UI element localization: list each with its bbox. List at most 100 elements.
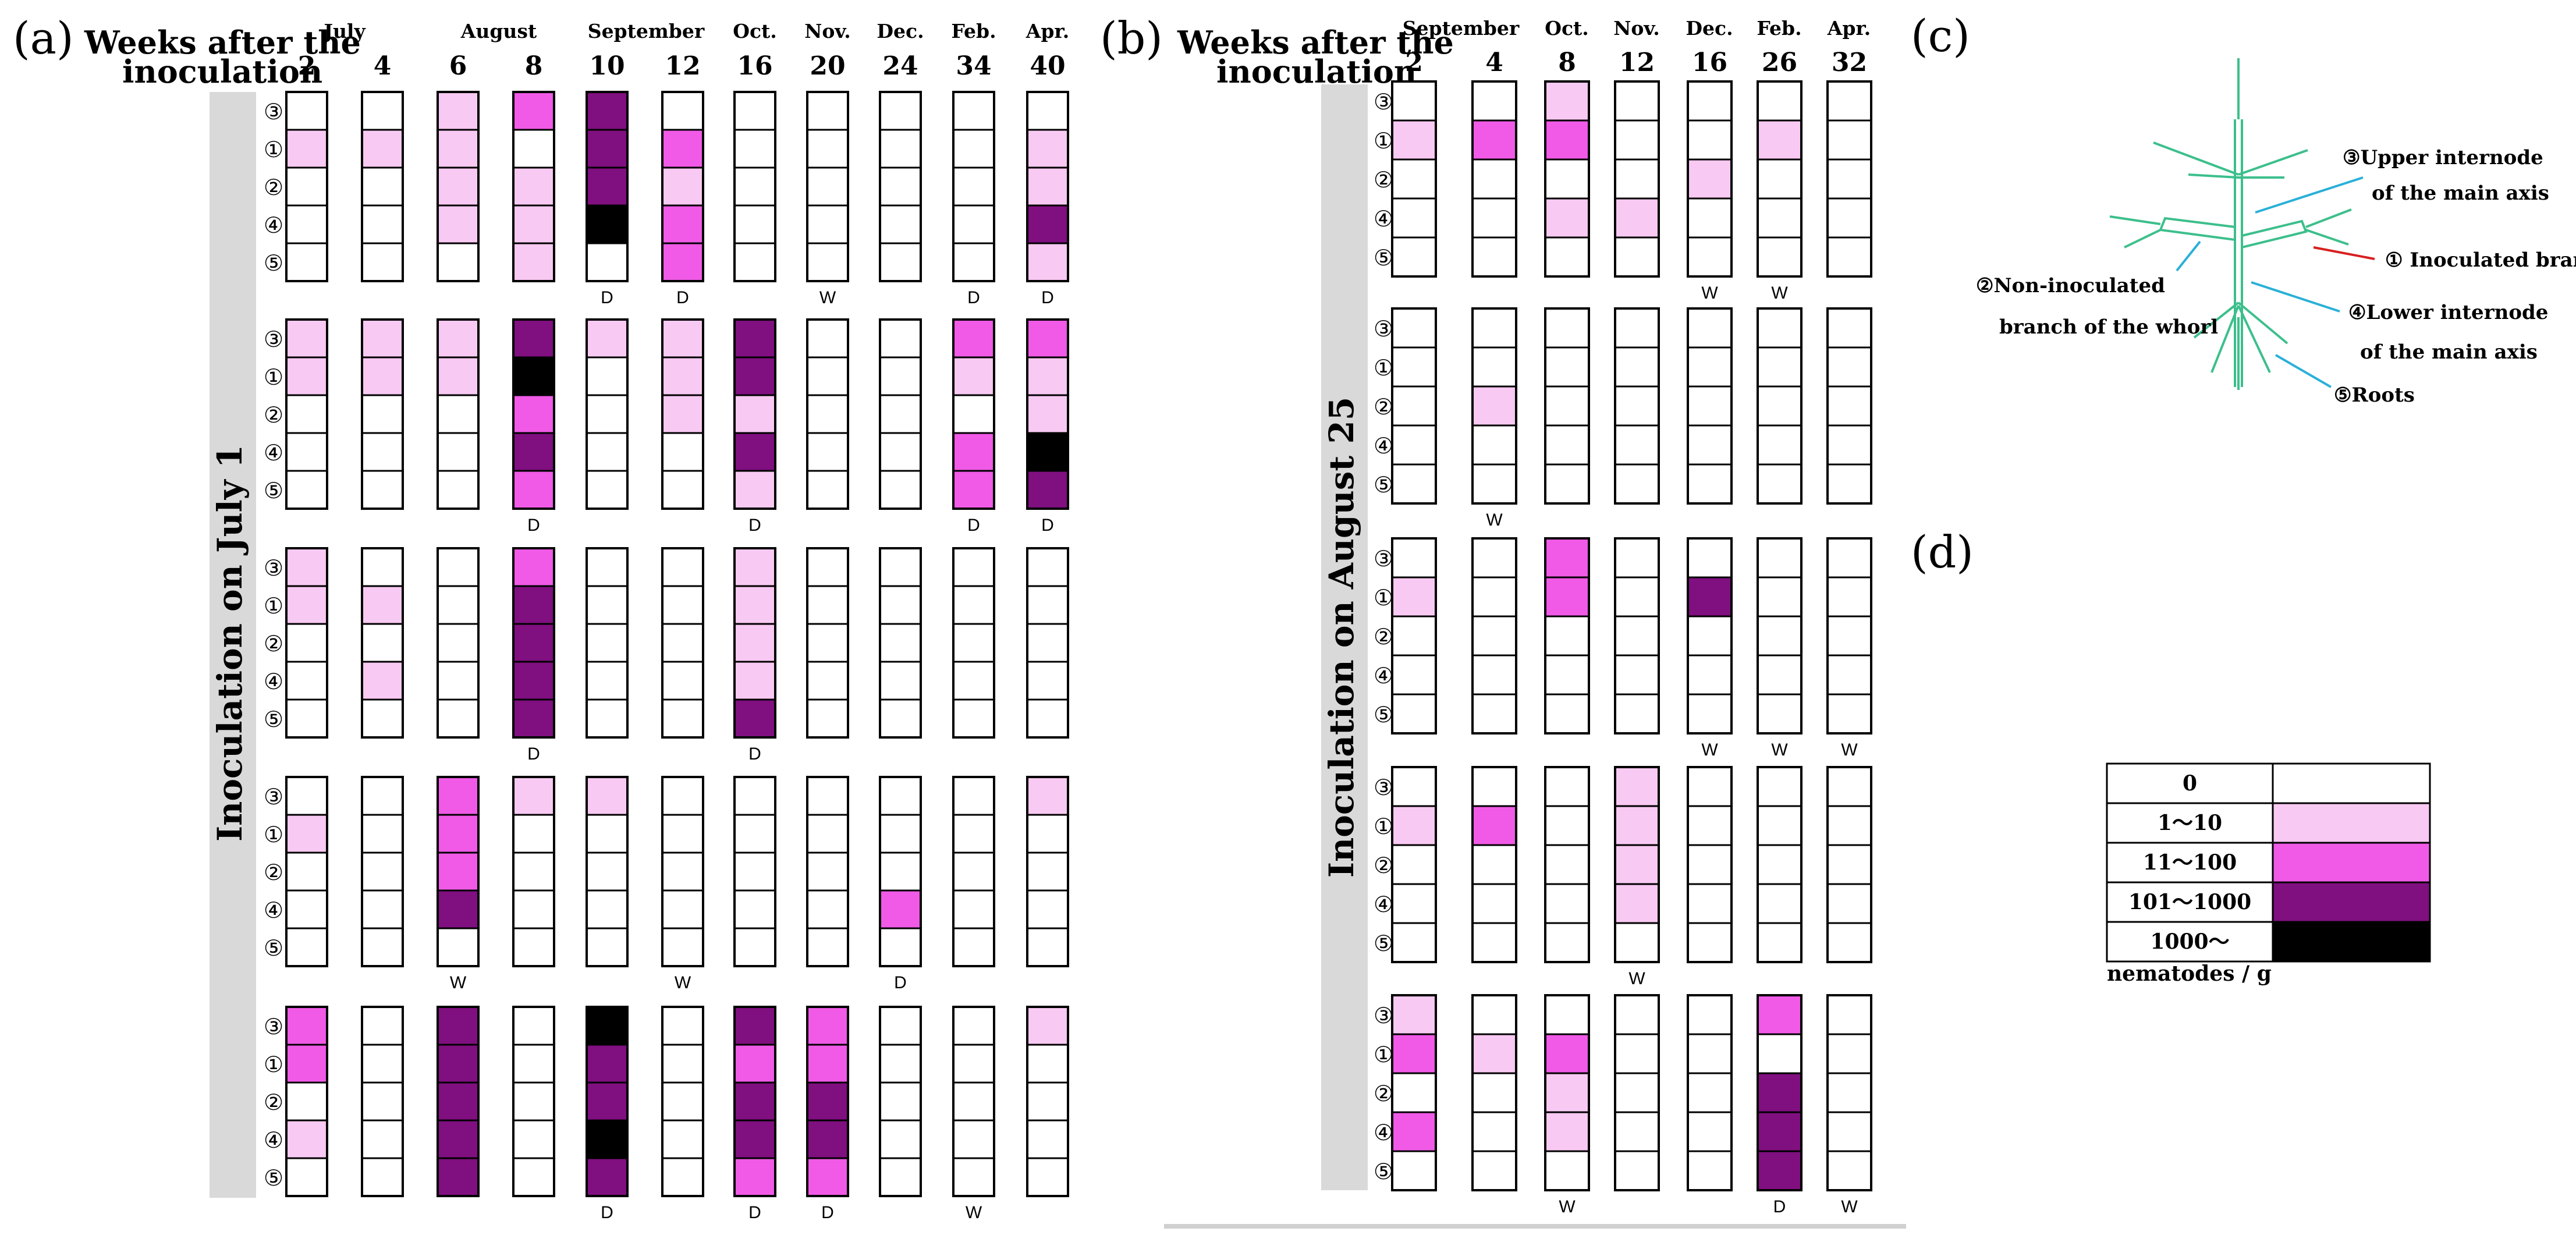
density-cell xyxy=(1026,1157,1069,1197)
part-label: ⑤ xyxy=(264,478,283,503)
density-cell xyxy=(437,394,480,434)
column-outline xyxy=(1391,994,1437,1191)
density-cell xyxy=(1391,463,1437,505)
density-cell xyxy=(1826,844,1872,885)
density-cell xyxy=(806,889,849,929)
density-cell xyxy=(806,1044,849,1084)
status-mark: D xyxy=(527,516,540,535)
density-cell xyxy=(1826,236,1872,278)
density-cell xyxy=(806,129,849,169)
density-cell xyxy=(1544,346,1590,388)
density-cell xyxy=(733,242,776,282)
density-cell xyxy=(437,585,480,625)
column-outline xyxy=(512,1006,555,1197)
density-cell xyxy=(1471,537,1517,579)
column-outline xyxy=(1687,80,1733,278)
density-cell xyxy=(1544,766,1590,807)
density-cell xyxy=(285,318,328,359)
density-cell xyxy=(733,204,776,244)
density-cell xyxy=(1614,537,1660,579)
column-outline xyxy=(1614,766,1660,963)
column-outline xyxy=(1026,1006,1069,1197)
density-cell xyxy=(806,1006,849,1046)
month-label: September xyxy=(588,20,705,42)
column-outline xyxy=(661,547,704,739)
density-cell xyxy=(1544,236,1590,278)
density-cell xyxy=(361,927,404,967)
density-cell xyxy=(512,242,555,282)
density-cell xyxy=(1391,1072,1437,1113)
density-cell xyxy=(1614,236,1660,278)
density-cell xyxy=(1026,356,1069,396)
density-cell xyxy=(285,698,328,739)
density-cell xyxy=(1687,80,1733,122)
label-roots: ⑤Roots xyxy=(2334,384,2415,407)
density-cell xyxy=(1614,994,1660,1035)
status-mark: W xyxy=(1559,1197,1576,1216)
density-cell xyxy=(1757,805,1803,846)
density-cell xyxy=(285,432,328,472)
legend-label-cell xyxy=(2106,921,2274,963)
density-cell xyxy=(1471,1072,1517,1113)
density-cell xyxy=(1757,158,1803,200)
label-lower-internode-line2: of the main axis xyxy=(2360,340,2538,364)
density-cell xyxy=(437,1157,480,1197)
density-cell xyxy=(1544,158,1590,200)
density-cell xyxy=(1757,385,1803,427)
label-inoculated-branch: ① Inoculated branch xyxy=(2385,249,2576,272)
density-cell xyxy=(952,1157,995,1197)
density-cell xyxy=(512,623,555,663)
status-mark: D xyxy=(676,288,689,307)
density-cell xyxy=(661,661,704,701)
density-cell xyxy=(879,623,922,663)
density-cell xyxy=(586,851,629,892)
density-cell xyxy=(437,1044,480,1084)
density-cell xyxy=(1471,805,1517,846)
density-cell xyxy=(512,1006,555,1046)
week-label: 16 xyxy=(1692,48,1727,77)
column-outline xyxy=(1471,537,1517,735)
density-cell xyxy=(586,356,629,396)
panel-c-letter: (c) xyxy=(1911,10,1970,62)
density-cell xyxy=(361,661,404,701)
column-outline xyxy=(1471,994,1517,1191)
density-cell xyxy=(879,547,922,587)
density-cell xyxy=(661,927,704,967)
column-outline xyxy=(512,318,555,510)
column-outline xyxy=(733,1006,776,1197)
density-cell xyxy=(1471,654,1517,696)
density-cell xyxy=(661,1119,704,1159)
density-cell xyxy=(733,776,776,816)
density-cell xyxy=(806,661,849,701)
month-label: September xyxy=(1403,17,1520,40)
density-cell xyxy=(1687,1033,1733,1074)
density-cell xyxy=(1826,80,1872,122)
month-label: Oct. xyxy=(733,20,777,42)
density-cell xyxy=(1026,318,1069,359)
density-cell xyxy=(437,889,480,929)
density-cell xyxy=(733,470,776,510)
density-cell xyxy=(1614,80,1660,122)
column-outline xyxy=(1026,547,1069,739)
week-label: 2 xyxy=(298,51,316,81)
column-outline xyxy=(733,776,776,967)
density-cell xyxy=(1687,158,1733,200)
density-cell xyxy=(1471,576,1517,618)
part-label: ③ xyxy=(264,555,283,581)
part-label: ③ xyxy=(1374,775,1393,800)
density-cell xyxy=(1391,158,1437,200)
density-cell xyxy=(733,814,776,854)
density-cell xyxy=(285,623,328,663)
density-cell xyxy=(1391,994,1437,1035)
density-cell xyxy=(806,776,849,816)
column-outline xyxy=(1757,994,1803,1191)
density-cell xyxy=(285,851,328,892)
legend-swatch xyxy=(2272,881,2431,923)
density-cell xyxy=(733,356,776,396)
density-cell xyxy=(586,1157,629,1197)
part-label: ③ xyxy=(264,99,283,125)
status-mark: W xyxy=(1701,283,1718,303)
